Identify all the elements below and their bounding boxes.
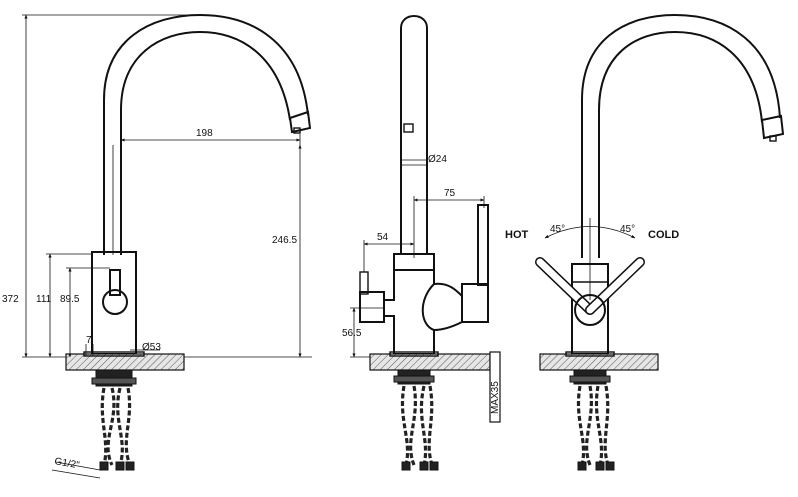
dim-spout-height: 246.5: [272, 235, 297, 246]
side-body: [383, 269, 435, 355]
front-lever-stem: [109, 269, 121, 296]
front-spout-inner: [120, 30, 291, 255]
front-hose-1: [100, 387, 108, 466]
front-lever-knob: [102, 289, 128, 315]
front-view: 372 111 89.5 198 246.5 7 Ø53 G1/2": [2, 13, 312, 479]
label-hot: HOT: [505, 229, 529, 241]
front-hose-2: [106, 387, 116, 466]
rear-spout-outer: [581, 13, 781, 258]
rear-spout-inner: [598, 30, 763, 258]
dim-spout-diameter: Ø24: [428, 154, 447, 165]
front-spout-tip: [288, 110, 312, 134]
side-handle-lever: [477, 204, 489, 286]
angle-right: 45°: [620, 224, 635, 235]
front-hose-4: [124, 387, 132, 466]
side-handle-connector: [433, 282, 463, 331]
label-cold: COLD: [648, 229, 679, 241]
dim-side-offset: 54: [377, 232, 389, 243]
rear-view: 45° 45° HOT COLD: [505, 13, 785, 471]
dim-handle-reach: 75: [444, 188, 456, 199]
side-countertop: [489, 351, 501, 423]
dim-max-thickness: MAX35: [490, 381, 501, 414]
side-handle-right: [461, 283, 489, 323]
dim-small-offset: 7: [86, 335, 92, 346]
side-view: Ø24 75 54: [342, 15, 501, 471]
dim-base-diameter: Ø53: [142, 342, 161, 353]
dim-reach: 198: [196, 128, 213, 139]
dim-lever-height: 89.5: [60, 294, 80, 305]
angle-left: 45°: [550, 224, 565, 235]
dim-thread: G1/2": [53, 456, 80, 471]
side-spout: [400, 15, 428, 255]
dim-body-height: 111: [36, 294, 52, 305]
side-left-knob: [359, 291, 385, 323]
dim-side-height: 56.5: [342, 328, 362, 339]
front-body: [91, 251, 137, 355]
dim-total-height: 372: [2, 294, 19, 305]
rear-spout-tip: [760, 114, 785, 140]
front-hose-3: [116, 387, 124, 466]
